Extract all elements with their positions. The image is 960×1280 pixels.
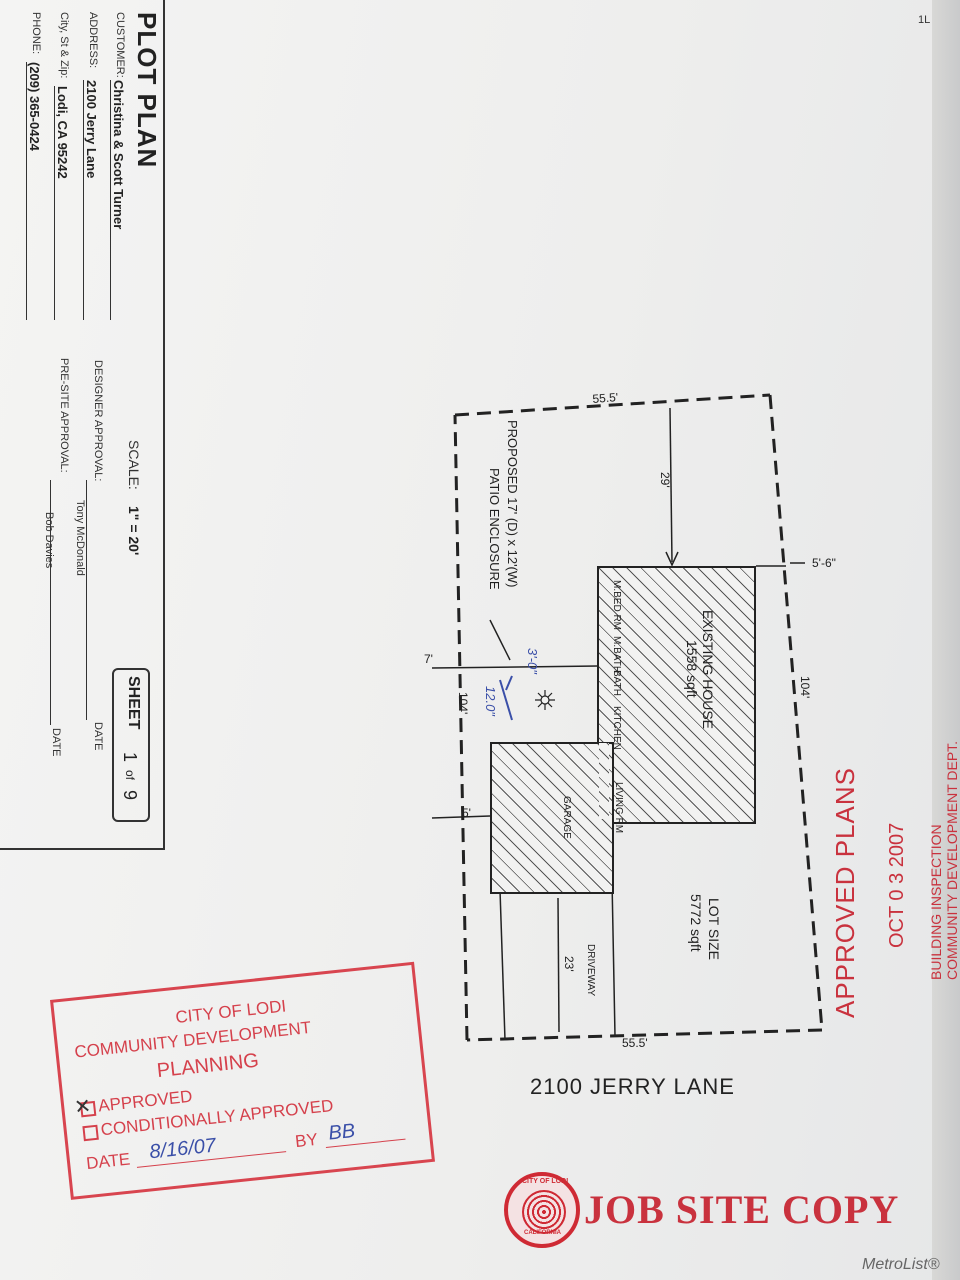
garage	[490, 742, 614, 894]
dim-top: 55.5'	[592, 390, 619, 406]
lot-line-bottom	[466, 1028, 823, 1042]
dim-29: 29'	[658, 472, 672, 488]
dim-104-right: 104'	[798, 676, 812, 699]
customer-underline	[110, 80, 111, 320]
phone-underline	[26, 62, 27, 320]
title-block-border	[0, 848, 165, 850]
dim-29-arrow	[665, 551, 679, 567]
bedroom-label: M.BED RM	[611, 580, 622, 630]
dim-5-6: 5'-6"	[812, 556, 836, 570]
stamp-by: BB	[327, 1119, 357, 1145]
seal-top-text: CITY OF LODI	[522, 1178, 569, 1185]
building-inspection-text: BUILDING INSPECTION	[928, 824, 944, 980]
sun-symbol	[540, 695, 550, 705]
corner-mark: 1L	[918, 14, 931, 26]
metrolist-watermark: MetroList®	[862, 1256, 940, 1273]
sheet-edge	[932, 0, 960, 1280]
living-room-label: LIVING RM	[613, 782, 624, 834]
master-bath-label: M.BATH	[611, 636, 622, 674]
title-block-border-right	[163, 0, 165, 850]
approved-plans-date: OCT 0 3 2007	[886, 822, 908, 948]
dim-23: 23'	[562, 956, 576, 972]
seal-emblem-icon	[522, 1190, 566, 1234]
approved-plans-text: APPROVED PLANS	[830, 767, 860, 1018]
lot-line-left	[453, 414, 469, 1041]
dim-7-line	[431, 665, 599, 669]
bath-label: BATH	[611, 670, 622, 696]
house-area: 1558 sqft	[684, 640, 700, 698]
driveway-label: DRIVEWAY	[585, 944, 596, 997]
existing-house	[597, 566, 756, 824]
conditional-checkbox	[82, 1124, 99, 1142]
lot-line-right	[768, 394, 824, 1031]
stamp-date-label: DATE	[85, 1149, 132, 1174]
handwritten-mark-1	[499, 679, 513, 721]
lot-area: 5772 sqft	[688, 894, 704, 952]
dim-104-left: 104'	[456, 692, 470, 715]
stamp-by-label: BY	[294, 1129, 319, 1152]
garage-label: GARAGE	[561, 796, 572, 839]
handwritten-dim-1: 3'-0"	[525, 648, 540, 674]
designer-underline	[86, 480, 87, 720]
dim-5-line	[431, 815, 491, 819]
lot-line-top	[454, 393, 771, 417]
street-label: 2100 JERRY LANE	[530, 1074, 735, 1099]
proposed-label: PROPOSED 17' (D) x 12'(W)	[505, 420, 520, 588]
house-garage-joint	[599, 743, 609, 819]
stamp-line3: PLANNING	[155, 1049, 260, 1083]
presite-underline	[50, 480, 51, 725]
dim-7: 7'	[424, 652, 433, 666]
community-dev-dept-text: COMMUNITY DEVELOPMENT DEPT.	[944, 740, 960, 980]
driveway-right	[611, 879, 616, 1037]
sheet-box	[112, 668, 150, 822]
planning-stamp: CITY OF LODI COMMUNITY DEVELOPMENT PLANN…	[50, 961, 436, 1200]
city-underline	[54, 86, 55, 320]
dim-23-line	[557, 897, 560, 1033]
dim-5: 5'	[462, 806, 471, 820]
handwritten-mark-2	[505, 675, 513, 691]
patio-leader	[489, 619, 511, 661]
driveway-left	[499, 889, 506, 1041]
existing-house-label: EXISTING HOUSE	[700, 610, 716, 730]
dim-bottom: 55.5'	[622, 1036, 648, 1050]
city-seal: CITY OF LODI CALIFORNIA	[504, 1172, 580, 1248]
job-site-copy-stamp: JOB SITE COPY	[584, 1187, 900, 1232]
handwritten-dim-2: 12.0"	[483, 686, 498, 716]
dim-29-line	[669, 407, 673, 563]
approved-check-mark: ✕	[73, 1095, 93, 1119]
patio-label: PATIO ENCLOSURE	[487, 468, 502, 590]
address-underline	[83, 80, 84, 320]
kitchen-label: KITCHEN	[611, 706, 622, 750]
lot-size-label: LOT SIZE	[706, 898, 722, 960]
seal-bottom-text: CALIFORNIA	[524, 1230, 561, 1236]
